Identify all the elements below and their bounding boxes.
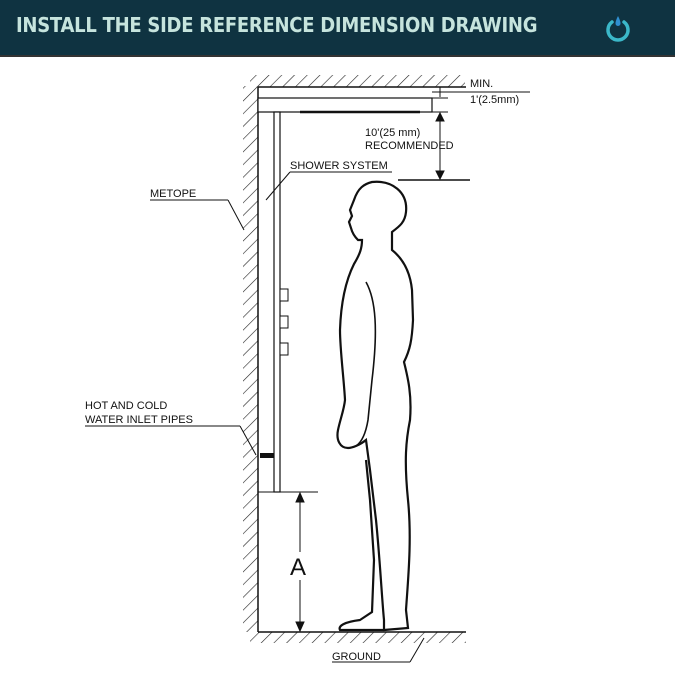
ceiling: [250, 75, 466, 88]
min-label: MIN.: [470, 78, 493, 90]
leader-lines: [85, 171, 425, 663]
person-arm: [355, 281, 377, 447]
header-bar: INSTALL THE SIDE REFERENCE DIMENSION DRA…: [0, 0, 675, 57]
ground-label: GROUND: [332, 651, 381, 663]
shower-system: [257, 97, 433, 493]
dimension-a: [258, 491, 318, 633]
recommended-label: RECOMMENDED: [365, 140, 454, 152]
side-dimension-drawing: MIN. 1'(2.5mm) 10'(25 mm) RECOMMENDED SH…: [85, 75, 530, 663]
floor: [250, 631, 466, 643]
clearance-dimensions: [398, 87, 530, 181]
wall: [243, 86, 259, 632]
page-title: INSTALL THE SIDE REFERENCE DIMENSION DRA…: [16, 13, 538, 37]
pipes-label-line1: HOT AND COLD: [85, 400, 167, 412]
person-silhouette: [336, 180, 415, 632]
recommended-value-label: 10'(25 mm): [365, 127, 420, 139]
water-drop-power-icon: [606, 16, 630, 42]
dimension-a-label: A: [290, 554, 306, 581]
shower-system-label: SHOWER SYSTEM: [290, 160, 388, 172]
min-value-label: 1'(2.5mm): [470, 94, 519, 106]
pipes-label-line2: WATER INLET PIPES: [85, 414, 193, 426]
metope-label: METOPE: [150, 188, 196, 200]
